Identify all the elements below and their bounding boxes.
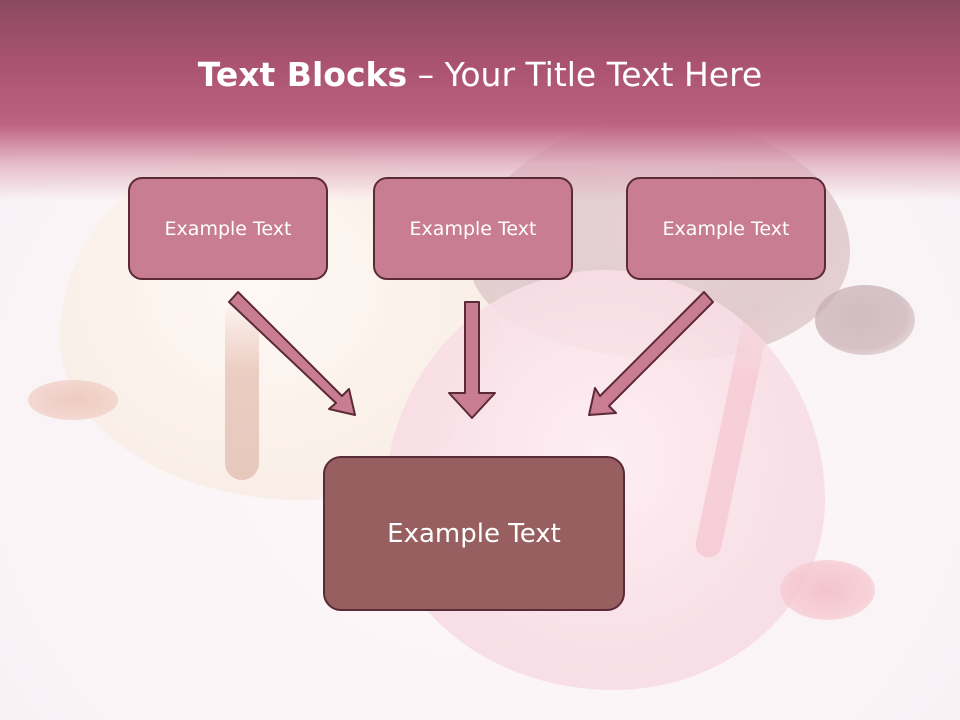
arrow-center-down[interactable]: [448, 301, 496, 419]
arrow-left-diagonal[interactable]: [228, 291, 356, 416]
title-separator: –: [407, 55, 445, 94]
text-block-left[interactable]: Example Text: [128, 177, 328, 280]
text-block-right-label: Example Text: [662, 217, 790, 240]
caramel-drip-image: [225, 300, 259, 480]
title-bold-part: Text Blocks: [197, 55, 408, 94]
arrow-right-diagonal[interactable]: [588, 291, 714, 416]
caramel-sauce-image: [28, 380, 118, 420]
text-block-left-label: Example Text: [164, 217, 292, 240]
text-block-right[interactable]: Example Text: [626, 177, 826, 280]
slide-title[interactable]: Text Blocks – Your Title Text Here: [0, 52, 960, 98]
text-block-bottom[interactable]: Example Text: [323, 456, 625, 611]
strawberry-sauce-image: [780, 560, 875, 620]
title-band: [0, 0, 960, 200]
text-block-bottom-label: Example Text: [387, 518, 561, 549]
text-block-center[interactable]: Example Text: [373, 177, 573, 280]
title-rest-part: Your Title Text Here: [444, 55, 763, 94]
chocolate-sauce-image: [815, 285, 915, 355]
text-block-center-label: Example Text: [409, 217, 537, 240]
